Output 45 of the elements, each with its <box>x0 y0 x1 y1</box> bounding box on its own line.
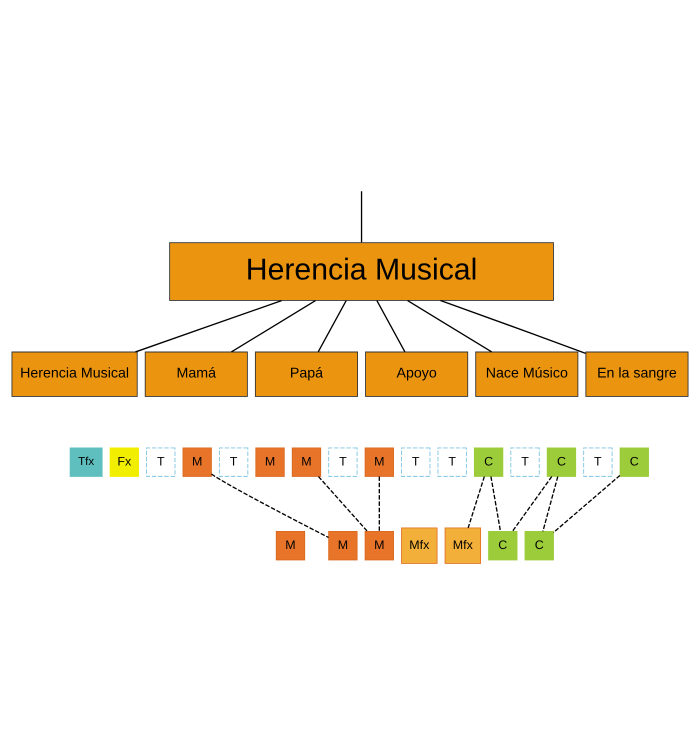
node-box: C <box>546 447 576 476</box>
node-box: C <box>488 530 518 560</box>
node-box: T <box>583 447 613 476</box>
node-box: Mfx <box>401 526 438 564</box>
node-box: Tfx <box>70 447 103 476</box>
node-box: M <box>364 530 394 560</box>
connector <box>378 476 380 531</box>
connector <box>318 476 368 532</box>
node-box: C <box>474 447 504 476</box>
connector <box>440 299 586 354</box>
node-box: T <box>328 447 358 476</box>
node-box: T <box>510 447 540 476</box>
connector <box>211 472 329 538</box>
connector <box>542 476 558 531</box>
connector <box>468 476 485 528</box>
node-box: T <box>438 447 467 476</box>
connector <box>407 300 492 352</box>
node-box: Papá <box>254 351 358 396</box>
node-box: Mamá <box>144 351 248 396</box>
node-box: M <box>182 447 212 476</box>
connector <box>512 476 552 532</box>
node-box: C <box>524 530 554 560</box>
connector <box>490 476 502 531</box>
node-box: C <box>620 447 649 476</box>
node-box: T <box>401 447 430 476</box>
connector <box>318 300 347 352</box>
node-box: Apoyo <box>365 351 468 396</box>
node-box: M <box>364 447 394 476</box>
connector <box>553 474 620 533</box>
node-box: T <box>218 447 248 476</box>
connector <box>135 299 282 352</box>
node-box: T <box>146 447 176 476</box>
node-box: M <box>276 530 306 560</box>
connector <box>360 190 362 242</box>
connector <box>231 300 316 352</box>
node-box: Herencia Musical <box>169 242 554 300</box>
connector <box>376 300 406 352</box>
node-box: Nace Músico <box>475 351 578 396</box>
node-box: Fx <box>110 447 139 476</box>
node-box: En la sangre <box>585 351 688 396</box>
node-box: M <box>328 530 358 560</box>
node-box: Mfx <box>444 526 482 564</box>
node-box: Herencia Musical <box>12 351 138 396</box>
node-box: M <box>292 447 322 476</box>
node-box: M <box>255 447 285 476</box>
